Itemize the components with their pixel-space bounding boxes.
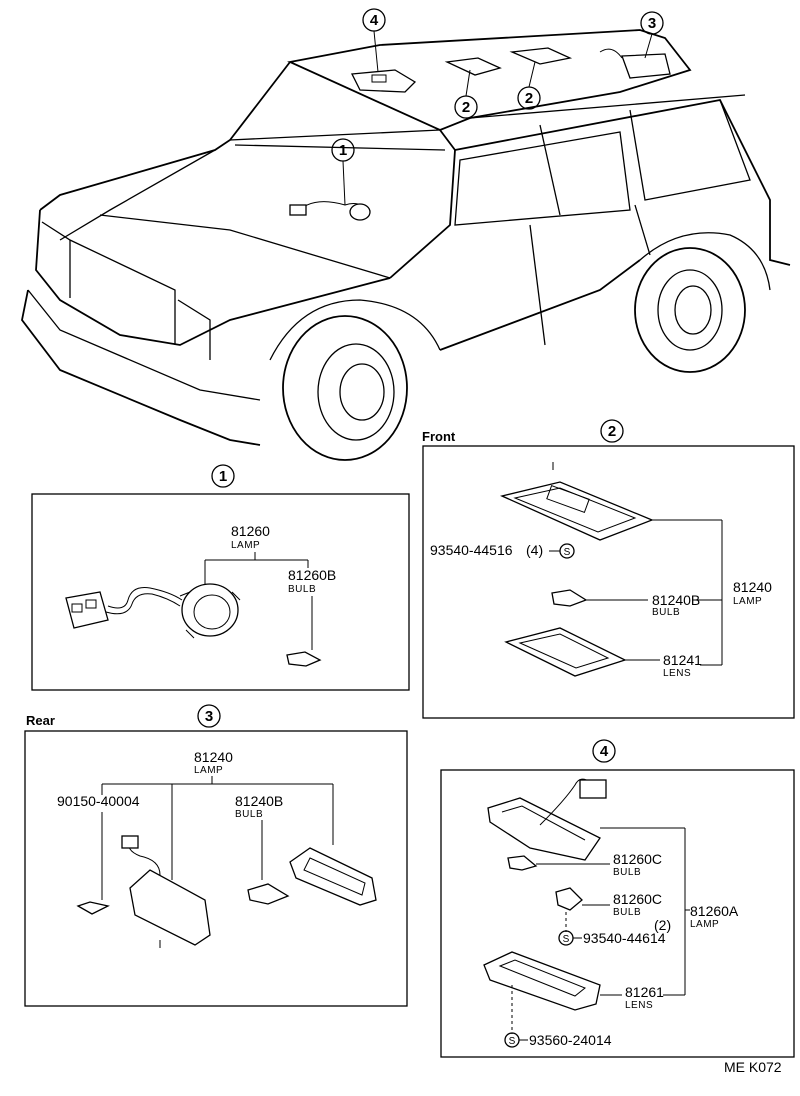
part-81260A-label: LAMP <box>690 919 719 930</box>
part-81260B-number: 81260B <box>288 567 336 583</box>
bulb-81260C-2-shape <box>555 887 583 911</box>
bulb-81260B-shape <box>286 651 322 667</box>
front-label: Front <box>422 429 456 444</box>
part-81241-number: 81241 <box>663 652 702 668</box>
part-93540-44516-number: 93540-44516 <box>430 542 513 558</box>
part-81240-rear-number: 81240 <box>194 749 233 765</box>
lens-81241-shape <box>504 627 627 677</box>
part-81260C-1-label: BULB <box>613 867 641 878</box>
screw-90150-shape <box>76 901 110 915</box>
callout-2-right: 2 <box>525 90 533 107</box>
part-81261-label: LENS <box>625 1000 653 1011</box>
callout-2-box: 2 <box>608 423 616 440</box>
s-mark-box4-b: S <box>509 1036 516 1047</box>
part-81260-label: LAMP <box>231 540 260 551</box>
part-81240B-rear-label: BULB <box>235 809 263 820</box>
callout-2-left: 2 <box>462 99 470 116</box>
bulb-81240B-shape <box>551 589 588 607</box>
part-81240-number: 81240 <box>733 579 772 595</box>
part-81240B-number: 81240B <box>652 592 700 608</box>
s-mark-box4-a: S <box>563 934 570 945</box>
part-81260A-number: 81260A <box>690 903 739 919</box>
part-81240B-label: BULB <box>652 607 680 618</box>
lens-81261-shape <box>483 951 601 1011</box>
vehicle-callouts: 4 3 2 2 1 <box>331 8 664 206</box>
part-81260B-label: BULB <box>288 584 316 595</box>
callout-3-top: 3 <box>648 15 656 32</box>
rear-label: Rear <box>26 713 55 728</box>
lamp-81240-shape <box>499 481 654 541</box>
lens-rear-shape <box>289 847 377 906</box>
part-93540-44614-number: 93540-44614 <box>583 930 666 946</box>
bulb-81260C-1-shape <box>507 855 538 871</box>
callout-4-box: 4 <box>600 743 609 760</box>
part-81260C-1-number: 81260C <box>613 851 662 867</box>
box-3-rear-lamp: Rear 3 81240 LAMP 90150-40004 81240B BUL… <box>24 704 408 1007</box>
lamp-81240-rear-shape <box>129 869 211 946</box>
lamp-81260A-shape <box>487 797 601 861</box>
diagram-code: ME K072 <box>724 1059 782 1075</box>
part-81260C-2-label: BULB <box>613 907 641 918</box>
callout-3-box: 3 <box>205 708 213 725</box>
part-81260C-2-qty: (2) <box>654 917 671 933</box>
box-2-front-lamp: Front 2 93540-44516 (4) S 81240B BULB 81… <box>422 419 795 719</box>
part-81241-label: LENS <box>663 668 691 679</box>
part-90150-40004-number: 90150-40004 <box>57 793 140 809</box>
s-mark-box2: S <box>564 547 571 558</box>
part-81260C-2-number: 81260C <box>613 891 662 907</box>
part-81261-number: 81261 <box>625 984 664 1000</box>
part-81240-label: LAMP <box>733 596 762 607</box>
part-93560-24014-number: 93560-24014 <box>529 1032 612 1048</box>
part-93540-44516-qty: (4) <box>526 542 543 558</box>
part-81240B-rear-number: 81240B <box>235 793 283 809</box>
connector-shape <box>65 591 109 629</box>
callout-1-vehicle: 1 <box>339 142 347 159</box>
callout-1-box: 1 <box>219 468 227 485</box>
socket-shape <box>181 583 239 637</box>
callout-4-top: 4 <box>370 12 379 29</box>
vehicle-illustration <box>21 29 791 461</box>
part-81240-rear-label: LAMP <box>194 765 223 776</box>
part-81260-number: 81260 <box>231 523 270 539</box>
bulb-81240B-rear-shape <box>247 883 290 905</box>
box-4-room-lamp: 4 81260C BULB 81260C BULB (2) 81260A LAM… <box>440 739 795 1058</box>
box-1-hood-lamp: 1 81260 LAMP 81260B BULB <box>31 464 410 691</box>
